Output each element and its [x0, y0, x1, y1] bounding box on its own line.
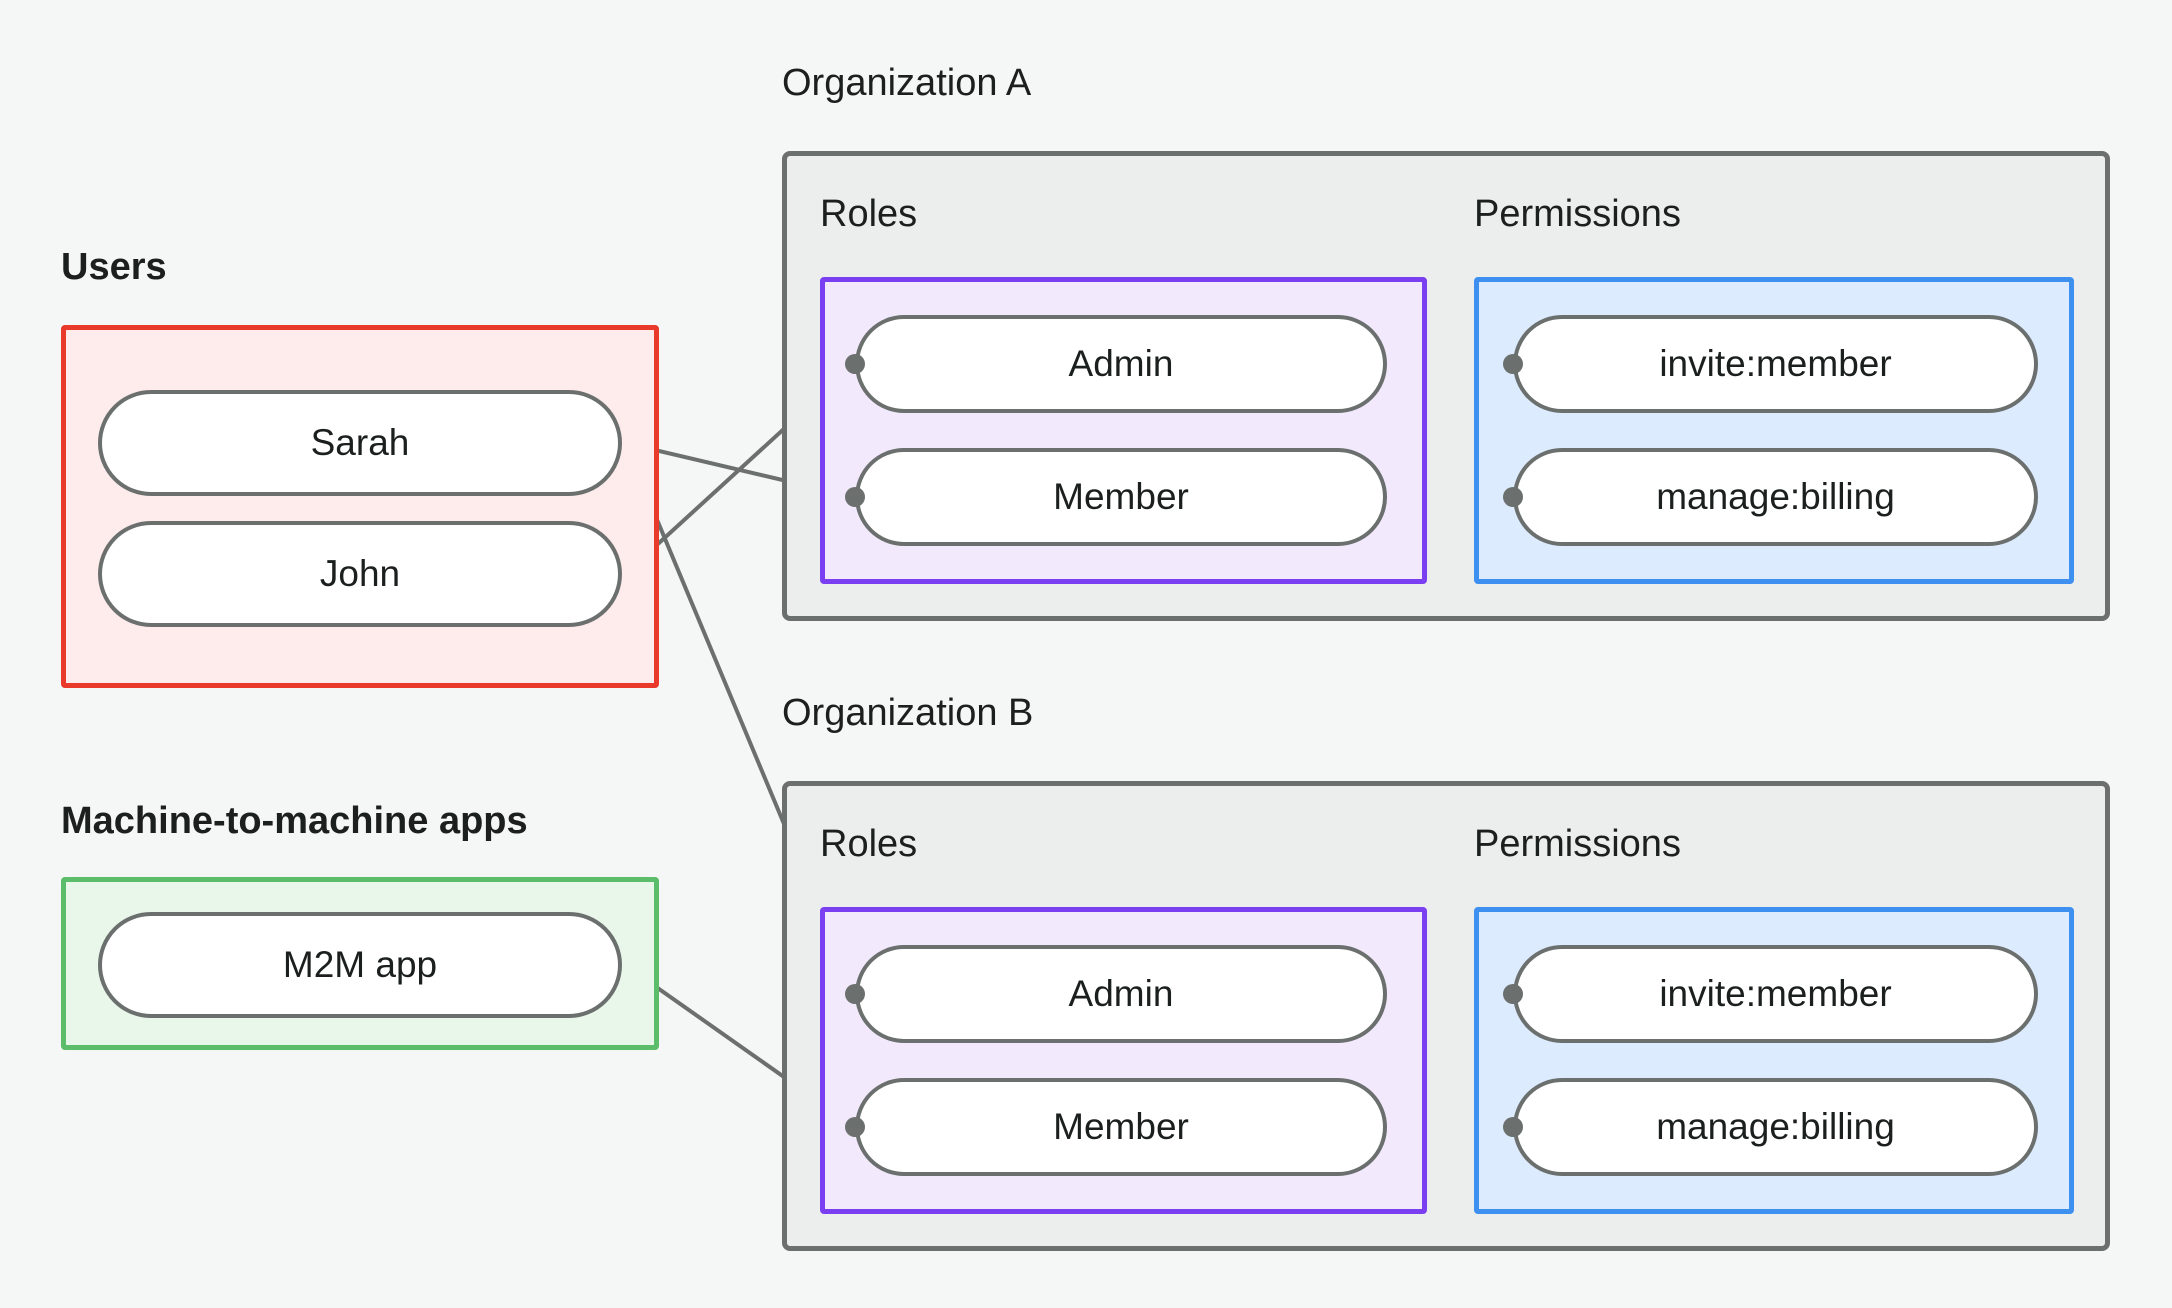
edge-endpoint-org-b-billing-in	[1503, 1117, 1523, 1137]
node-m2m-app[interactable]: M2M app	[98, 912, 622, 1018]
edge-endpoint-org-a-admin-in	[845, 354, 865, 374]
node-org-b-invite-member[interactable]: invite:member	[1513, 945, 2038, 1043]
node-org-a-invite-member[interactable]: invite:member	[1513, 315, 2038, 413]
node-john[interactable]: John	[98, 521, 622, 627]
org-a-permissions-label: Permissions	[1474, 193, 1681, 235]
users-frame	[61, 325, 659, 688]
org-b-roles-label: Roles	[820, 823, 918, 865]
node-org-b-manage-billing[interactable]: manage:billing	[1513, 1078, 2038, 1176]
node-org-a-manage-billing[interactable]: manage:billing	[1513, 448, 2038, 546]
edge-endpoint-org-b-admin-in	[845, 984, 865, 1004]
node-org-a-member[interactable]: Member	[855, 448, 1387, 546]
node-org-b-member[interactable]: Member	[855, 1078, 1387, 1176]
users-group-label: Users	[61, 246, 167, 288]
node-org-b-admin[interactable]: Admin	[855, 945, 1387, 1043]
node-org-a-admin[interactable]: Admin	[855, 315, 1387, 413]
m2m-group-label: Machine-to-machine apps	[61, 800, 528, 842]
node-sarah[interactable]: Sarah	[98, 390, 622, 496]
edge-endpoint-org-a-member-in	[845, 487, 865, 507]
edge-endpoint-org-b-invite-in	[1503, 984, 1523, 1004]
org-b-permissions-label: Permissions	[1474, 823, 1681, 865]
edge-endpoint-org-a-invite-in	[1503, 354, 1523, 374]
org-b-label: Organization B	[782, 692, 1034, 734]
edge-endpoint-org-a-billing-in	[1503, 487, 1523, 507]
edge-endpoint-org-b-member-in	[845, 1117, 865, 1137]
org-a-label: Organization A	[782, 62, 1032, 104]
org-a-roles-label: Roles	[820, 193, 918, 235]
